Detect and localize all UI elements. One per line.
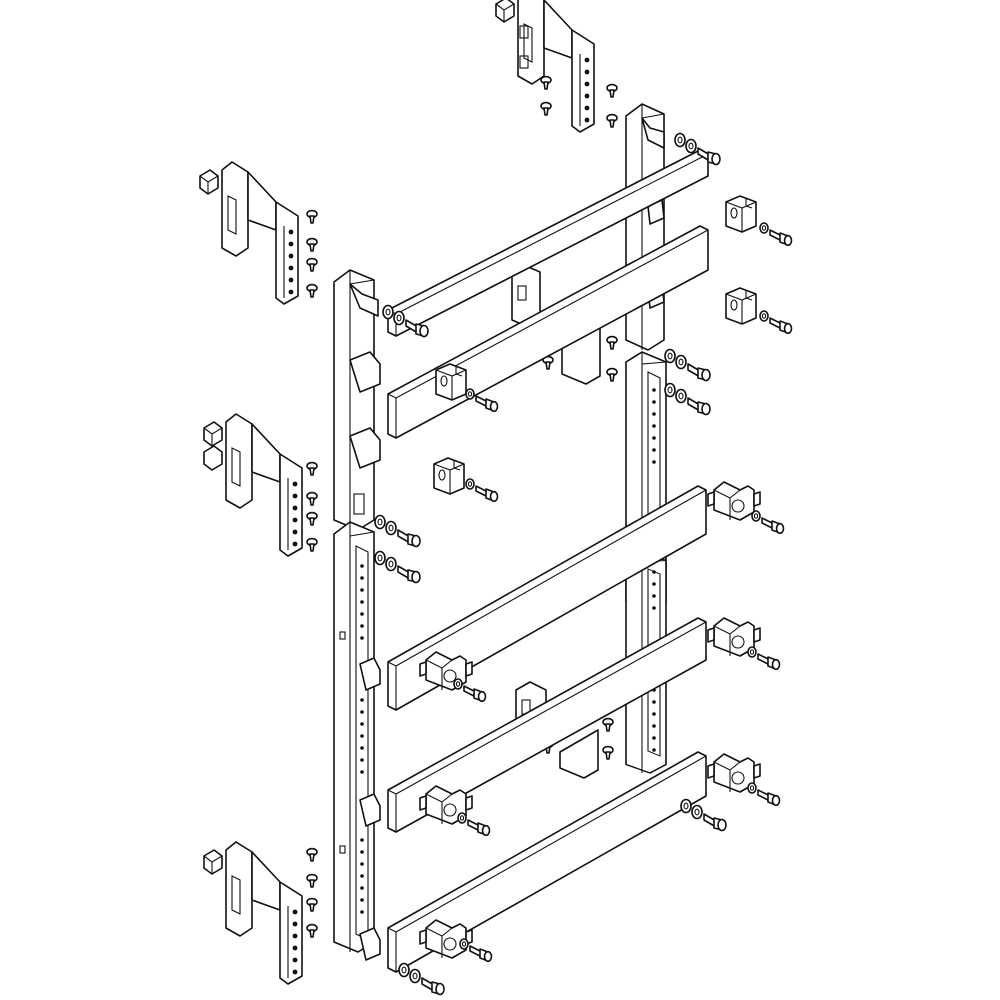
mounting-bracket-left-lower	[203, 841, 303, 985]
busbar-3	[387, 485, 707, 711]
mounting-bracket-center-partial	[511, 265, 601, 779]
mounting-bracket-left-upper	[199, 161, 299, 305]
mounting-bracket-top	[495, 0, 595, 133]
busbar-5	[387, 751, 707, 973]
busbar-2	[387, 225, 709, 439]
busbar-support-left-lower	[333, 521, 381, 961]
busbar-support-left-upper	[333, 269, 381, 531]
busbar-support-right-upper	[625, 103, 665, 351]
busbar-4	[387, 617, 707, 833]
mounting-bracket-left-middle	[203, 413, 303, 557]
